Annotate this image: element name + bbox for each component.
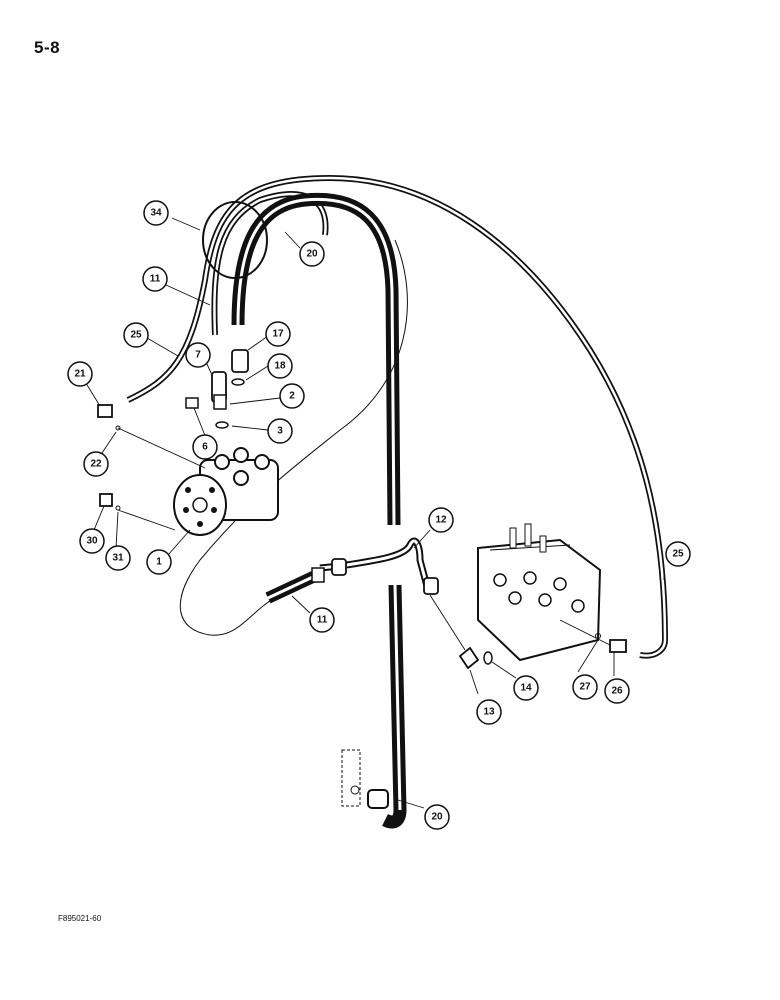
svg-text:14: 14 (520, 683, 532, 694)
hose-20-lower (382, 584, 407, 829)
svg-text:22: 22 (90, 459, 102, 470)
callouts: 34 20 11 25 17 7 18 21 2 3 6 22 30 31 1 … (67, 200, 691, 830)
callout-30: 30 (79, 528, 105, 554)
callout-25-left: 25 (123, 322, 149, 348)
lower-fitting (341, 749, 389, 809)
svg-text:2: 2 (289, 391, 295, 402)
callout-26: 26 (604, 678, 630, 704)
nut-12b (423, 577, 439, 595)
svg-text:7: 7 (195, 350, 201, 361)
svg-text:11: 11 (150, 274, 161, 285)
callout-13: 13 (476, 699, 502, 725)
fitting-2 (213, 394, 227, 410)
svg-text:6: 6 (202, 442, 208, 453)
elbow-13 (458, 646, 480, 670)
callout-18: 18 (267, 353, 293, 379)
svg-text:12: 12 (435, 515, 447, 526)
nut-12 (331, 558, 347, 576)
fitting-17 (231, 349, 249, 373)
svg-text:30: 30 (86, 536, 98, 547)
callout-31: 31 (105, 545, 131, 571)
svg-text:27: 27 (579, 682, 591, 693)
svg-text:13: 13 (483, 707, 495, 718)
svg-text:3: 3 (277, 426, 283, 437)
svg-text:20: 20 (306, 249, 318, 260)
svg-text:25: 25 (130, 330, 142, 341)
svg-text:21: 21 (74, 369, 86, 380)
callout-11-top: 11 (142, 266, 168, 292)
svg-text:26: 26 (611, 686, 623, 697)
control-valve (477, 523, 602, 662)
callout-25-right: 25 (665, 541, 691, 567)
clamp-34 (202, 201, 268, 279)
callout-17: 17 (265, 321, 291, 347)
oring-18 (231, 378, 245, 386)
callout-34: 34 (143, 200, 169, 226)
callout-11-bottom: 11 (309, 607, 335, 633)
oring-14 (483, 651, 493, 665)
oring-31 (115, 505, 121, 511)
svg-text:20: 20 (431, 812, 443, 823)
callout-22: 22 (83, 451, 109, 477)
oring-22 (115, 425, 121, 431)
oring-3 (215, 421, 229, 429)
callout-7: 7 (185, 342, 211, 368)
callout-12: 12 (428, 507, 454, 533)
callout-3: 3 (267, 418, 293, 444)
steering-motor (173, 447, 279, 536)
callout-20-bottom: 20 (424, 804, 450, 830)
svg-text:17: 17 (272, 329, 284, 340)
leader-lines (83, 217, 665, 809)
svg-text:1: 1 (156, 557, 162, 568)
plug-30 (99, 493, 113, 507)
svg-text:18: 18 (274, 361, 286, 372)
svg-text:25: 25 (672, 549, 684, 560)
svg-text:31: 31 (112, 553, 124, 564)
plug-6 (185, 397, 199, 409)
fitting-26 (609, 639, 627, 653)
callout-27: 27 (572, 674, 598, 700)
callout-2: 2 (279, 383, 305, 409)
figure-code: F895021-60 (58, 914, 102, 923)
callout-20-top: 20 (299, 241, 325, 267)
page-number: 5-8 (34, 38, 61, 57)
svg-text:11: 11 (317, 615, 328, 626)
fitting-21 (97, 404, 113, 418)
callout-21: 21 (67, 361, 93, 387)
svg-text:34: 34 (150, 208, 162, 219)
callout-6: 6 (192, 434, 218, 460)
callout-14: 14 (513, 675, 539, 701)
callout-1: 1 (146, 549, 172, 575)
illustration (97, 174, 669, 829)
